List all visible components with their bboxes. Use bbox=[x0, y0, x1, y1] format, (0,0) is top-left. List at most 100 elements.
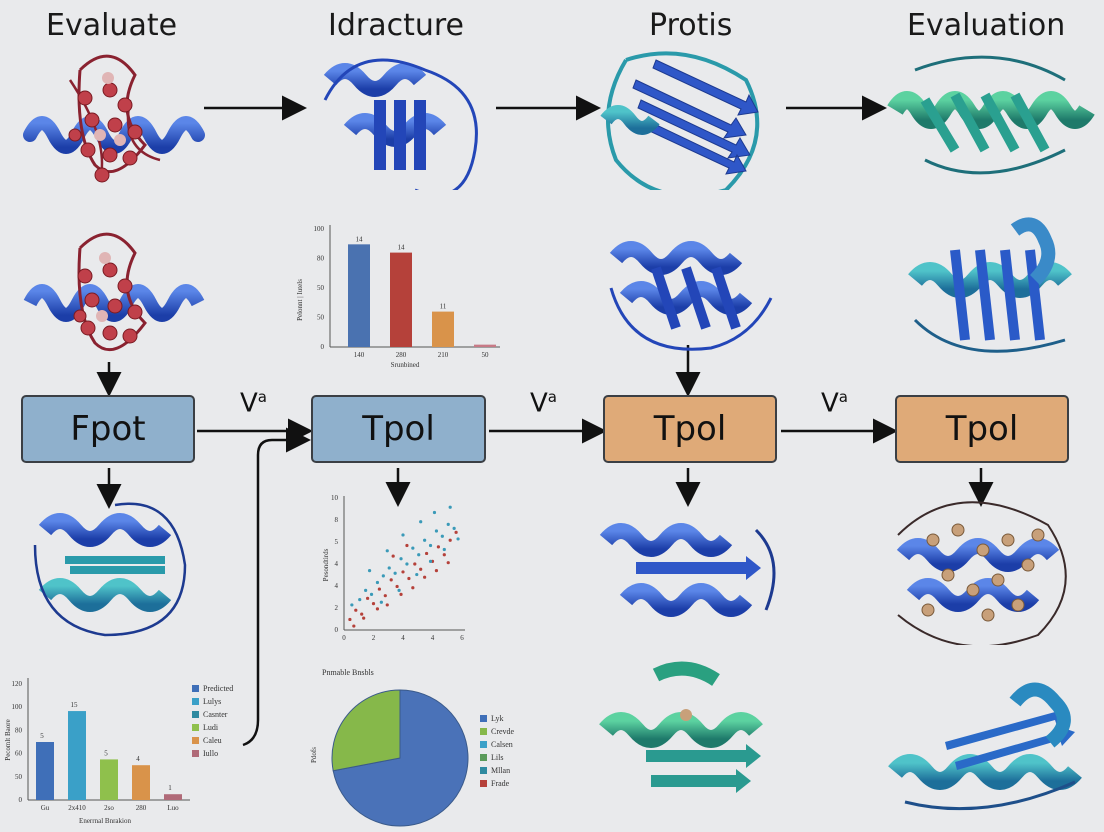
chart2-point bbox=[395, 584, 399, 589]
chart2-point bbox=[442, 553, 446, 557]
chart1-ytick: 0 bbox=[321, 343, 325, 351]
connector-label-3: Va bbox=[821, 388, 848, 419]
legend-label: Crevde bbox=[491, 727, 515, 736]
chart2-point bbox=[405, 562, 409, 566]
chart2-point bbox=[375, 607, 380, 611]
chart2-ylabel: Pesondtirds bbox=[322, 548, 330, 581]
column-title-evaluate: Evaluate bbox=[46, 8, 178, 43]
chart2-ytick: 4 bbox=[335, 582, 339, 590]
chart2-point bbox=[415, 572, 419, 577]
chart4-ylabel: Pdofs bbox=[310, 747, 318, 763]
chart3-ytick: 100 bbox=[12, 703, 23, 711]
chart1-ytick: 50 bbox=[317, 314, 325, 322]
process-box-tpol-1: Tpol bbox=[311, 395, 486, 463]
chart3-xlabel: Enerrnal Bnrakion bbox=[79, 817, 131, 825]
legend-label: Calsen bbox=[491, 740, 513, 749]
chart2-ytick: 2 bbox=[335, 604, 339, 612]
pie-legend-item: Lyk bbox=[480, 712, 514, 725]
chart2-point bbox=[364, 588, 368, 592]
chart2-ytick: 5 bbox=[335, 538, 339, 546]
chart2-point bbox=[442, 547, 446, 552]
chart1-data-label: 14 bbox=[398, 244, 406, 252]
chart2-point bbox=[369, 592, 374, 596]
protein-structure-teal-1 bbox=[33, 502, 187, 637]
pie-legend-item: Frade bbox=[480, 777, 514, 790]
protein-structure-helical-1 bbox=[323, 58, 478, 190]
chart2-point bbox=[362, 616, 366, 620]
protein-structure-teal-2 bbox=[888, 682, 1082, 811]
legend-label: Lyk bbox=[491, 714, 504, 723]
chart1-data-label: 11 bbox=[440, 303, 447, 311]
chart3-xtick: Luo bbox=[167, 804, 179, 812]
chart1-xtick: 140 bbox=[354, 351, 365, 359]
chart2-point bbox=[446, 522, 450, 526]
chart2-point bbox=[383, 594, 387, 598]
chart3-xtick: Gu bbox=[41, 804, 50, 812]
pie-legend-item: Crevde bbox=[480, 725, 514, 738]
chart2-point bbox=[381, 574, 385, 578]
chart2-point bbox=[434, 529, 439, 533]
chart2-point bbox=[452, 526, 456, 530]
chart2-ytick: 10 bbox=[331, 494, 339, 502]
legend-swatch bbox=[480, 728, 487, 735]
chart2-point bbox=[454, 530, 458, 534]
pie-legend-item: Mllan bbox=[480, 764, 514, 777]
legend-label: Caleu bbox=[203, 736, 222, 745]
chart2-point bbox=[401, 570, 405, 574]
chart2-ytick: 4 bbox=[335, 560, 339, 568]
chart1-data-label: 14 bbox=[356, 235, 364, 243]
pie-legend-item: Calsen bbox=[480, 738, 514, 751]
chart2-point bbox=[423, 538, 427, 542]
chart1-xtick: 280 bbox=[396, 351, 407, 359]
chart3-ytick: 0 bbox=[19, 796, 23, 804]
chart2-point bbox=[428, 559, 433, 563]
chart2-point bbox=[448, 505, 452, 509]
chart1-bar bbox=[474, 344, 496, 347]
chart2-point bbox=[407, 576, 411, 581]
chart3-legend-item: Casnter bbox=[192, 708, 233, 721]
chart2-xtick: 6 bbox=[460, 634, 464, 642]
chart2-point bbox=[393, 571, 397, 575]
legend-swatch bbox=[480, 754, 487, 761]
legend-swatch bbox=[480, 715, 487, 722]
legend-label: Lils bbox=[491, 753, 504, 762]
chart2-point bbox=[401, 533, 405, 537]
legend-swatch bbox=[480, 741, 487, 748]
column-title-protis: Protis bbox=[649, 8, 733, 43]
chart3-bar bbox=[36, 742, 54, 800]
chart1-xtick: 50 bbox=[482, 351, 490, 359]
pie-slice bbox=[332, 689, 469, 827]
chart2-point bbox=[419, 567, 423, 571]
legend-swatch bbox=[192, 750, 199, 757]
legend-label: Ludi bbox=[203, 723, 219, 732]
chart2-point bbox=[389, 578, 393, 582]
protein-structure-helical-3 bbox=[908, 217, 1072, 353]
legend-swatch bbox=[192, 724, 199, 731]
protein-structure-green-1 bbox=[887, 55, 1095, 175]
chart1-bar bbox=[432, 311, 454, 347]
chart2-point bbox=[371, 602, 376, 606]
arrow-curve-feedback bbox=[242, 427, 311, 747]
protein-structure-beads-1 bbox=[23, 54, 205, 183]
process-box-fpot: Fpot bbox=[21, 395, 195, 463]
legend-swatch bbox=[192, 737, 199, 744]
chart3-legend-item: Caleu bbox=[192, 734, 233, 747]
pie-chart-title: Pnmable Bnsbls bbox=[322, 668, 374, 677]
chart2-point bbox=[397, 588, 401, 592]
legend-swatch bbox=[480, 780, 487, 787]
protein-structure-beads-2 bbox=[23, 232, 205, 352]
chart2-xtick: 4 bbox=[401, 634, 405, 642]
chart3-legend-item: Predicted bbox=[192, 682, 233, 695]
legend-swatch bbox=[480, 767, 487, 774]
protein-structure-helical-2 bbox=[609, 241, 773, 351]
chart1-xlabel: Srunbined bbox=[391, 361, 420, 369]
chart3-ylabel: Pecomlt Baore bbox=[4, 719, 12, 760]
chart3-bar bbox=[68, 711, 86, 800]
chart2-ytick: 0 bbox=[335, 626, 339, 634]
pie-slice bbox=[331, 689, 401, 772]
